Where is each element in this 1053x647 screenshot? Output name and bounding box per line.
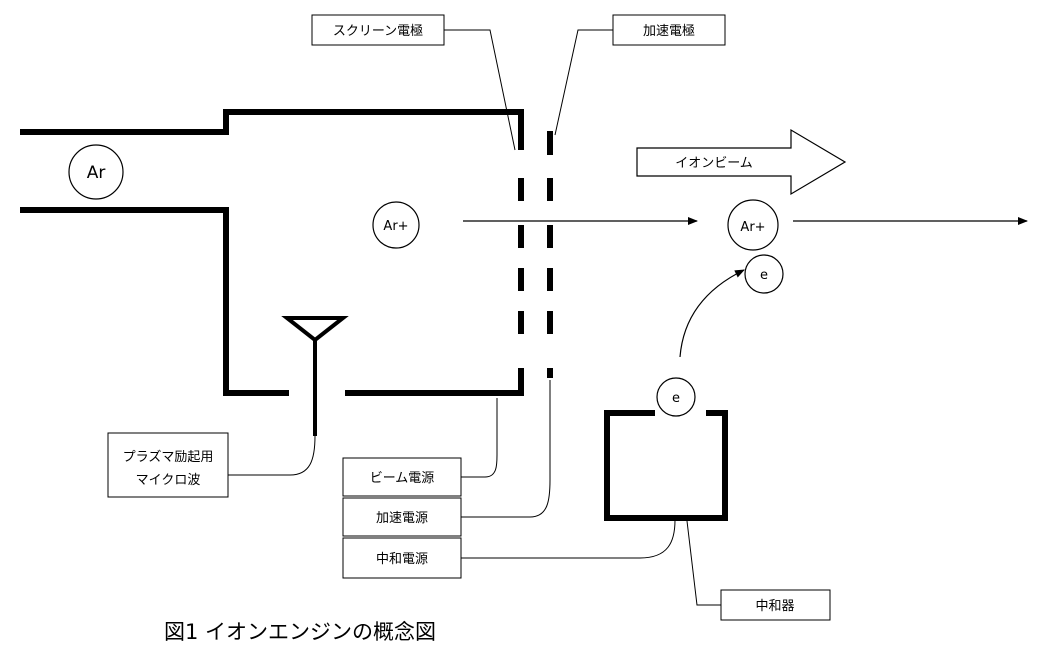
ar-atom: Ar (68, 144, 124, 200)
power-supplies: ビーム電源 加速電源 中和電源 (342, 457, 462, 579)
neutral-power-cable (461, 519, 676, 559)
accel-power-label: 加速電源 (376, 511, 428, 526)
svg-text:マイクロ波: マイクロ波 (136, 473, 201, 488)
svg-text:e: e (760, 268, 768, 283)
neutralizer-leader (686, 520, 721, 606)
beam-power-label: ビーム電源 (370, 471, 435, 486)
beam-power-cable (461, 398, 498, 478)
svg-text:スクリーン電極: スクリーン電極 (333, 23, 423, 39)
ion-beam-arrow: イオンビーム (636, 128, 847, 196)
svg-text:Ar+: Ar+ (383, 219, 408, 234)
svg-text:加速電極: 加速電極 (643, 23, 695, 39)
chamber-walls (20, 109, 524, 396)
screen-electrode-label: スクリーン電極 (311, 14, 445, 46)
neutralizer-label: 中和器 (720, 589, 831, 621)
neutralizer-body (604, 410, 728, 521)
svg-text:プラズマ励起用: プラズマ励起用 (123, 449, 214, 465)
antenna (281, 316, 349, 436)
microwave-cable (228, 435, 316, 476)
chamber-bottom-right-wall (345, 368, 524, 396)
chamber-inlet-bottom-wall (20, 207, 289, 396)
electron-beam: e (744, 254, 784, 294)
chamber-top-wall (20, 109, 524, 150)
ar-ion-beam: Ar+ (727, 199, 779, 251)
svg-text:Ar+: Ar+ (740, 220, 765, 235)
accel-electrode-label: 加速電極 (612, 14, 726, 46)
electron-flow-arrow (679, 269, 745, 358)
electron-neutralizer: e (656, 377, 696, 417)
svg-text:Ar: Ar (87, 163, 106, 183)
ar-ion-chamber: Ar+ (372, 201, 420, 249)
plasma-microwave-label: プラズマ励起用 マイクロ波 (107, 432, 229, 498)
svg-text:e: e (672, 391, 680, 406)
svg-text:中和器: 中和器 (755, 599, 794, 614)
neutral-power-label: 中和電源 (376, 552, 428, 567)
figure-caption: 図1 イオンエンジンの概念図 (164, 620, 436, 644)
screen-electrode-leader (444, 29, 516, 151)
accel-electrode-leader (554, 29, 613, 136)
accel-power-cable (461, 380, 551, 518)
svg-text:イオンビーム: イオンビーム (675, 156, 753, 171)
